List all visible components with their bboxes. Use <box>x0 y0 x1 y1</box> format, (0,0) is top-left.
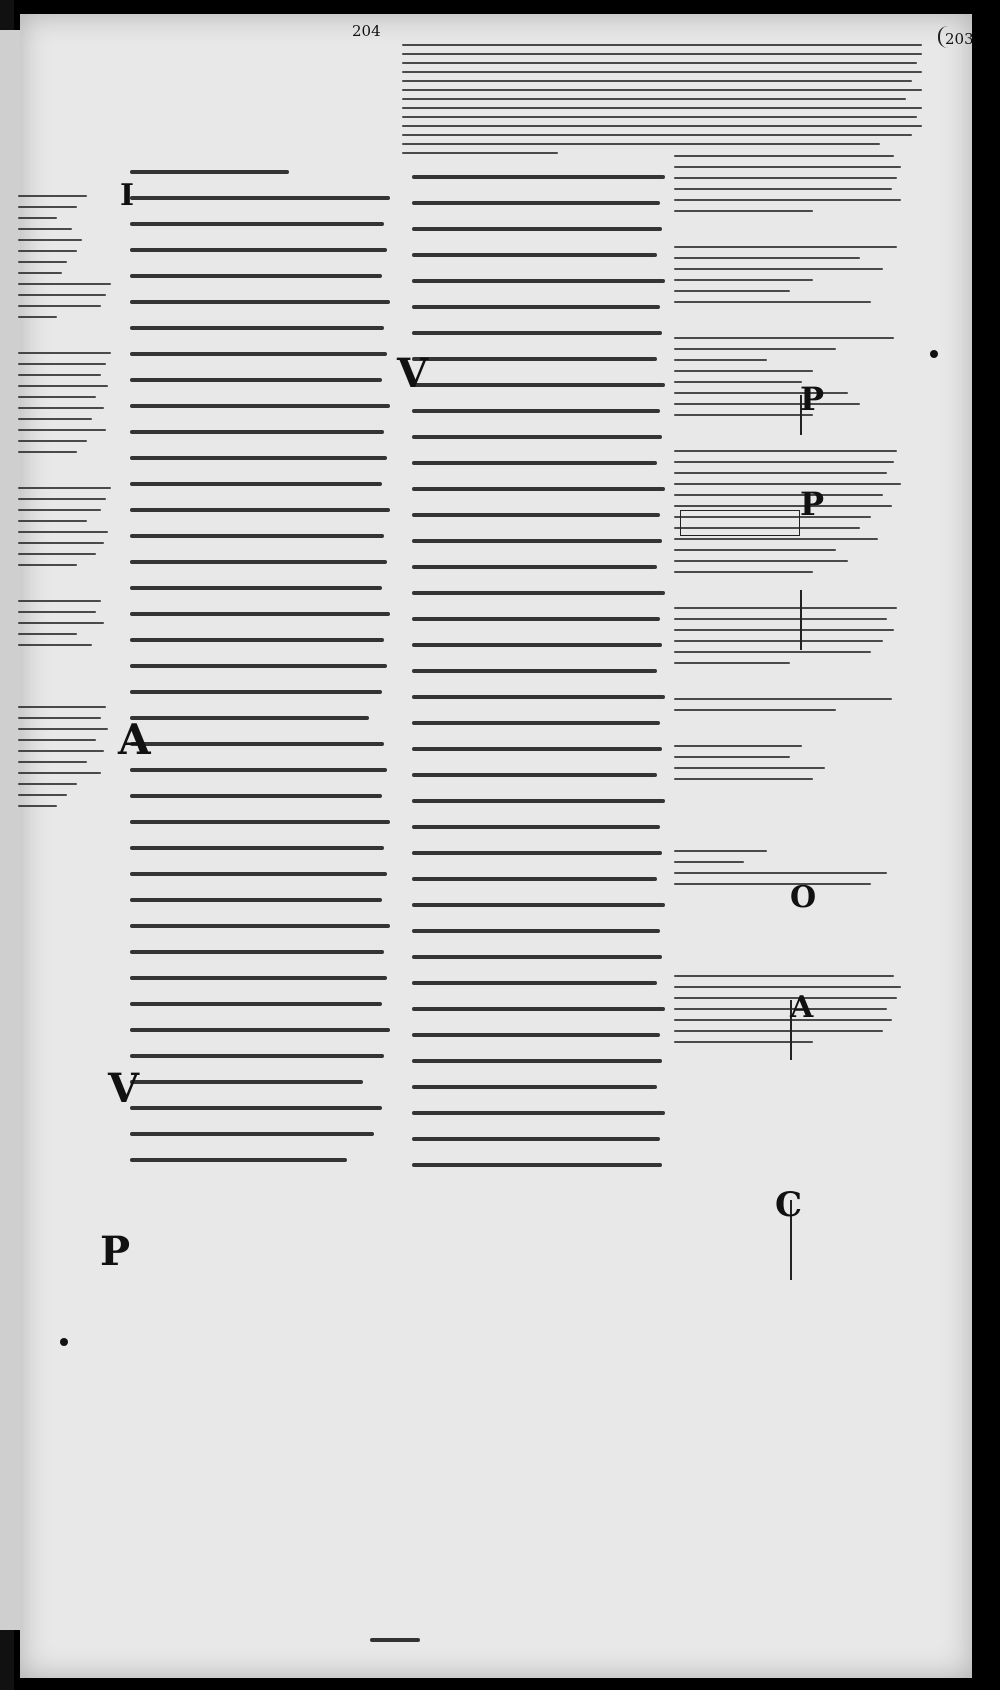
gloss-block <box>674 975 906 1043</box>
decorated-initial: P <box>100 1228 131 1275</box>
gloss-block <box>674 745 906 780</box>
decorated-initial: P <box>800 380 825 418</box>
decorated-initial: A <box>118 715 151 764</box>
decorated-initial: I <box>120 178 135 213</box>
gloss-line <box>402 89 922 91</box>
decorated-initial: A <box>790 990 814 1025</box>
gloss-block <box>674 155 906 212</box>
gloss-line <box>402 107 922 109</box>
margin-gloss-block <box>18 487 116 566</box>
left-margin-glosses <box>18 195 116 841</box>
decorated-initial: V <box>108 1065 140 1112</box>
top-gloss <box>402 44 922 161</box>
gloss-line <box>402 143 881 145</box>
gloss-line <box>402 116 917 118</box>
decorated-initial: P <box>800 485 825 523</box>
paragraph-bracket <box>800 395 802 435</box>
gloss-line <box>402 134 912 136</box>
folio-number-right: 203 <box>945 30 974 48</box>
ink-blot <box>930 350 938 358</box>
margin-gloss-block <box>18 352 116 453</box>
gloss-block <box>674 337 906 416</box>
main-column-b <box>412 175 670 1189</box>
gloss-block <box>674 246 906 303</box>
margin-gloss-block <box>18 600 116 646</box>
facing-page-strip <box>0 30 20 1630</box>
decorated-initial: C <box>775 1185 803 1225</box>
gloss-line <box>402 125 922 127</box>
decorated-initial: V <box>397 350 429 397</box>
gloss-column <box>674 155 906 1077</box>
ink-blot <box>60 1338 68 1346</box>
boxed-marginal-note <box>680 510 800 536</box>
main-column-a <box>130 170 395 1184</box>
folio-number-left: 204 <box>352 22 381 40</box>
gloss-line <box>402 98 907 100</box>
margin-gloss-block <box>18 195 116 318</box>
gloss-line <box>402 71 922 73</box>
gloss-line <box>402 44 922 46</box>
gloss-line <box>402 152 558 154</box>
gloss-block <box>674 450 906 573</box>
gloss-block <box>674 850 906 885</box>
decorated-initial: O <box>790 880 817 915</box>
catchword <box>370 1638 420 1642</box>
gloss-line <box>402 80 912 82</box>
gloss-block <box>674 607 906 664</box>
paragraph-bracket <box>800 590 802 650</box>
gloss-block <box>674 698 906 711</box>
gloss-line <box>402 53 922 55</box>
folio-bracket <box>938 26 954 48</box>
paragraph-bracket <box>790 1200 792 1280</box>
gloss-line <box>402 62 917 64</box>
margin-gloss-block <box>18 706 116 807</box>
paragraph-bracket <box>790 1000 792 1060</box>
